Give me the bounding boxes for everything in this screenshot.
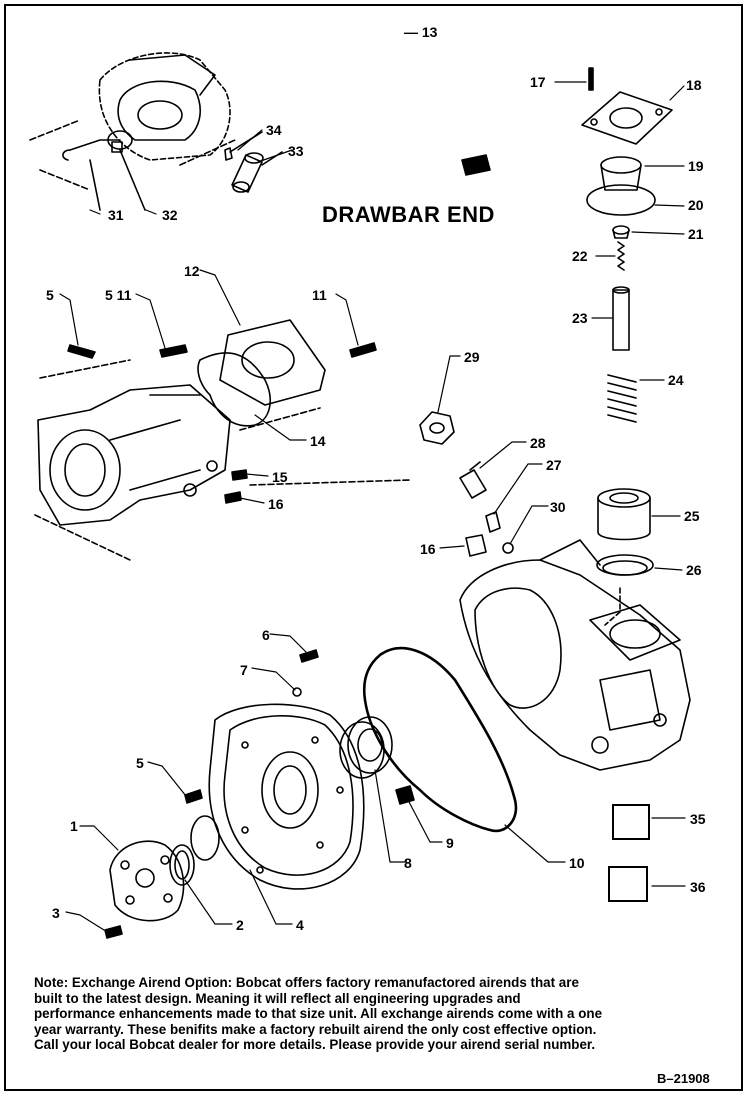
exchange-airend-note: Note: Exchange Airend Option: Bobcat off… — [34, 975, 714, 1053]
callout-3: 3 — [52, 905, 60, 921]
callout-23: 23 — [572, 310, 588, 326]
callout-22: 22 — [572, 248, 588, 264]
callout-14: 14 — [310, 433, 326, 449]
callout-8: 8 — [404, 855, 412, 871]
leader-lines — [59, 81, 686, 931]
drawbar-end-title: DRAWBAR END — [322, 202, 495, 227]
callout-16-lower: 16 — [420, 541, 436, 557]
note-line: Note: Exchange Airend Option: Bobcat off… — [34, 975, 579, 990]
callout-21: 21 — [688, 226, 704, 242]
callout-16-upper: 16 — [268, 496, 284, 512]
callout-6: 6 — [262, 627, 270, 643]
callout-17: 17 — [530, 74, 546, 90]
callout-2: 2 — [236, 917, 244, 933]
note-line: built to the latest design. Meaning it w… — [34, 990, 521, 1006]
callout-1: 1 — [70, 818, 78, 834]
callout-25: 25 — [684, 508, 700, 524]
front-cover-drawing — [184, 649, 365, 890]
callout-19: 19 — [688, 158, 704, 174]
callout-13: — 13 — [404, 24, 438, 40]
part-36-box — [608, 866, 648, 902]
drawbar-housing-drawing — [34, 319, 411, 561]
callout-5-upper: 5 — [46, 287, 54, 303]
callout-11: 11 — [312, 287, 327, 303]
coupling-hub-drawing — [104, 815, 220, 939]
part-35-box — [612, 804, 650, 840]
callout-29: 29 — [464, 349, 480, 365]
figure-reference: B–21908 — [657, 1071, 710, 1086]
callout-24: 24 — [668, 372, 684, 388]
callout-15: 15 — [272, 469, 288, 485]
callout-36: 36 — [690, 879, 706, 895]
callout-4: 4 — [296, 917, 304, 933]
callout-35: 35 — [690, 811, 706, 827]
callout-12: 12 — [184, 263, 200, 279]
gasket-drawing — [362, 646, 518, 833]
note-line: performance enhancements made to that si… — [34, 1006, 603, 1022]
callout-31: 31 — [108, 207, 124, 223]
main-housing-drawing — [459, 539, 691, 771]
callout-26: 26 — [686, 562, 702, 578]
callout-30: 30 — [550, 499, 566, 515]
callout-28: 28 — [530, 435, 546, 451]
callout-10: 10 — [569, 855, 585, 871]
hose-assembly-drawing — [29, 52, 283, 211]
bearing-drawing — [339, 716, 393, 779]
callout-7: 7 — [240, 662, 248, 678]
callout-5-lower: 5 — [136, 755, 144, 771]
valve-stack-drawing — [581, 67, 673, 626]
callout-5-11: 5 11 — [105, 287, 132, 303]
callout-18: 18 — [686, 77, 702, 93]
page-border — [4, 4, 743, 1091]
note-line: Call your local Bobcat dealer for more d… — [34, 1037, 596, 1053]
callout-34: 34 — [266, 122, 282, 138]
callout-27: 27 — [546, 457, 562, 473]
fittings-drawing — [419, 411, 514, 557]
callout-32: 32 — [162, 207, 178, 223]
callout-33: 33 — [288, 143, 304, 159]
callout-9: 9 — [446, 835, 454, 851]
callout-20: 20 — [688, 197, 704, 213]
note-line: year warranty. These benifits make a fac… — [34, 1021, 597, 1037]
